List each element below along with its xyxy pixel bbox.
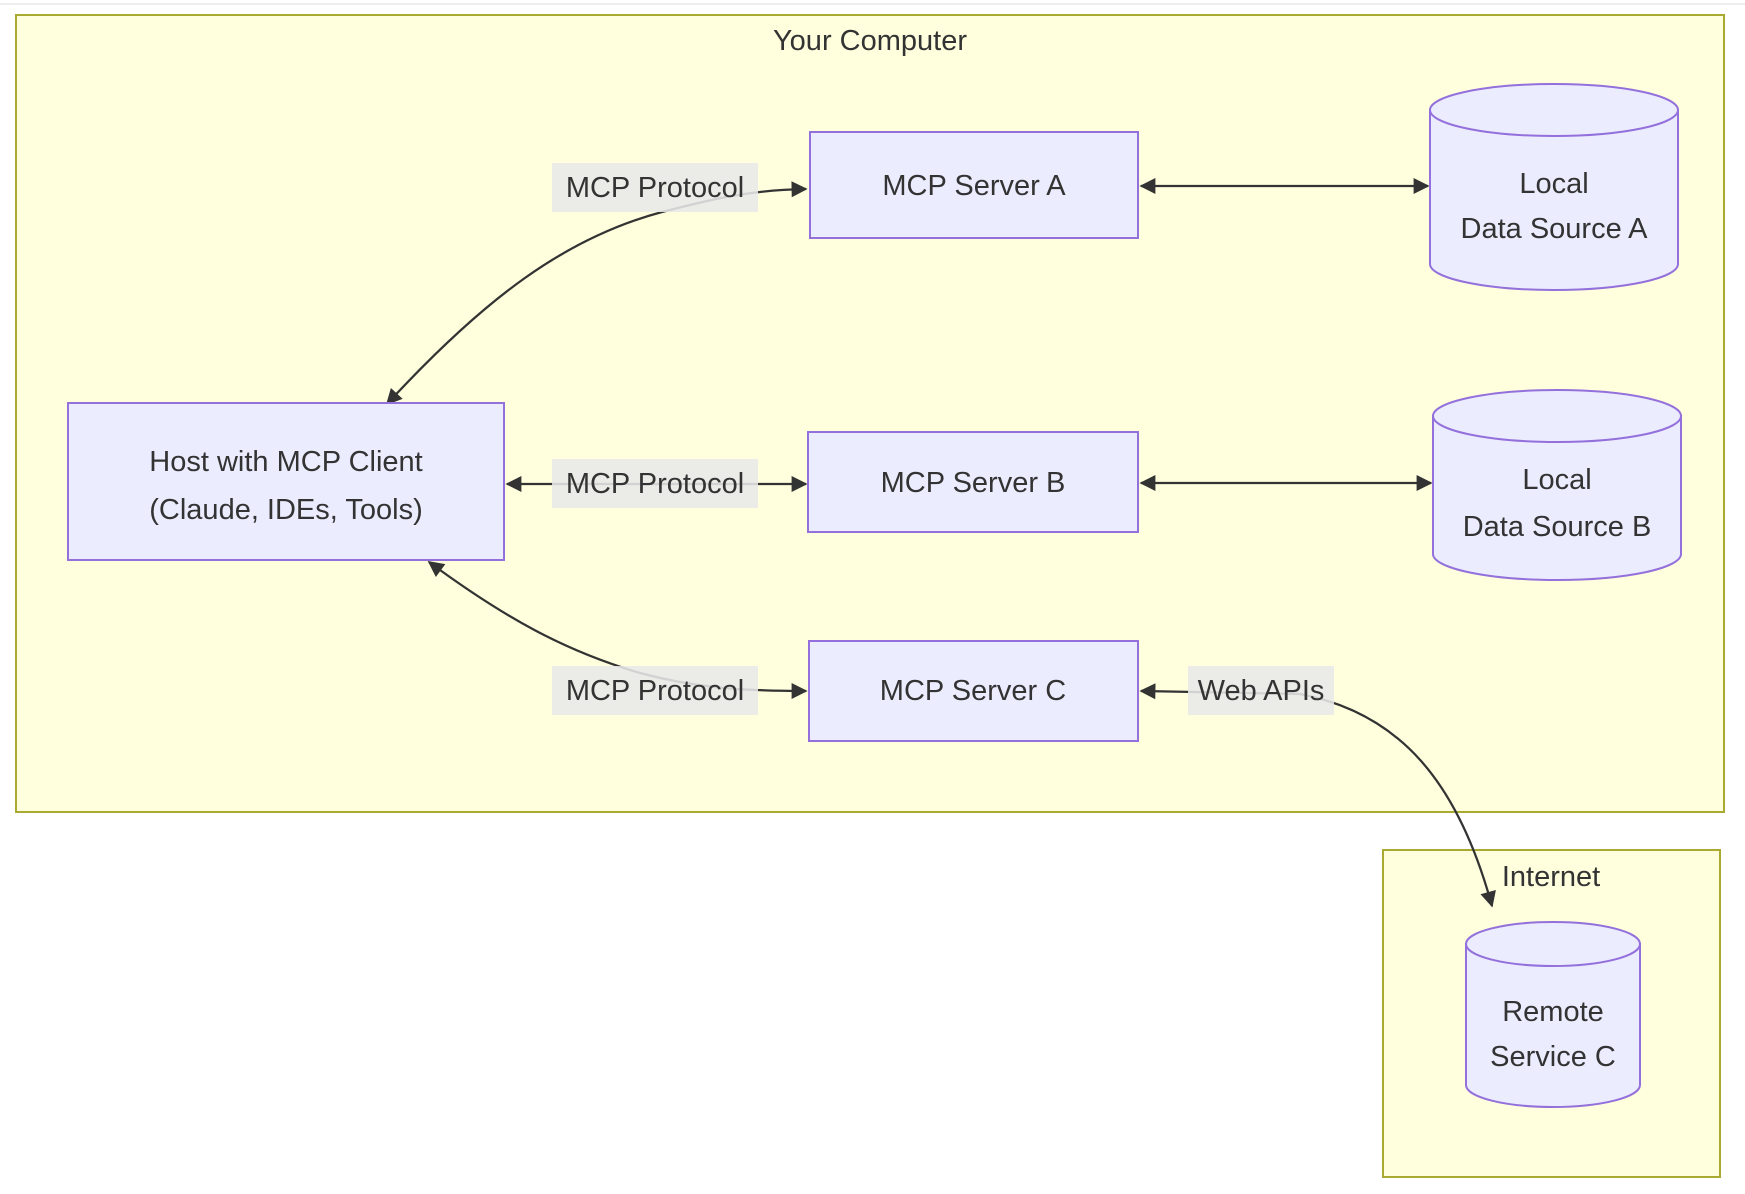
edge-label-text: MCP Protocol <box>566 172 744 204</box>
database-cylinder-body <box>1465 943 1641 1108</box>
local-data-source-a-line1: Local <box>1519 168 1588 200</box>
mcp-server-b-node: MCP Server B <box>807 431 1139 533</box>
mcp-server-b-shape <box>807 431 1139 533</box>
edge-labels: MCP Protocol MCP Protocol MCP Protocol W… <box>552 163 1334 715</box>
database-cylinder-top <box>1429 83 1679 137</box>
edge-label-bg <box>552 666 758 715</box>
edge-label-text: MCP Protocol <box>566 675 744 707</box>
local-data-source-a-line2: Data Source A <box>1461 213 1649 245</box>
edge-label-bg <box>1188 666 1334 715</box>
host-label-line2: (Claude, IDEs, Tools) <box>149 494 422 526</box>
mcp-server-a-label: MCP Server A <box>882 170 1066 202</box>
remote-service-c-line1: Remote <box>1502 996 1604 1028</box>
local-data-source-b-line1: Local <box>1522 464 1591 496</box>
host-node: Host with MCP Client (Claude, IDEs, Tool… <box>67 402 505 561</box>
mcp-server-a-node: MCP Server A <box>809 131 1139 239</box>
edge-label-bg <box>552 163 758 212</box>
edge-label-mcp-protocol-a: MCP Protocol <box>552 163 758 212</box>
edge-label-mcp-protocol-c: MCP Protocol <box>552 666 758 715</box>
mcp-server-c-node: MCP Server C <box>808 640 1139 742</box>
local-data-source-b-line2: Data Source B <box>1463 511 1652 543</box>
your-computer-label: Your Computer <box>773 25 967 57</box>
page-top-divider <box>0 3 1745 5</box>
local-data-source-b-node: Local Data Source B <box>1432 389 1682 581</box>
edge-label-web-apis: Web APIs <box>1188 666 1334 715</box>
mcp-server-c-shape <box>808 640 1139 742</box>
remote-service-c-node: Remote Service C <box>1465 921 1641 1108</box>
host-node-shape <box>67 402 505 561</box>
database-cylinder-body <box>1432 415 1682 581</box>
mcp-server-a-shape <box>809 131 1139 239</box>
host-label-line1: Host with MCP Client <box>149 446 422 478</box>
database-cylinder-body <box>1429 109 1679 291</box>
remote-service-c-line2: Service C <box>1490 1041 1616 1073</box>
internet-label: Internet <box>1502 861 1600 893</box>
edge-label-text: Web APIs <box>1198 675 1325 707</box>
mcp-server-c-label: MCP Server C <box>880 675 1066 707</box>
database-cylinder-top <box>1465 921 1641 967</box>
mcp-server-b-label: MCP Server B <box>881 467 1066 499</box>
edge-label-mcp-protocol-b: MCP Protocol <box>552 459 758 508</box>
database-cylinder-top <box>1432 389 1682 443</box>
edge-label-text: MCP Protocol <box>566 468 744 500</box>
local-data-source-a-node: Local Data Source A <box>1429 83 1679 291</box>
edge-label-bg <box>552 459 758 508</box>
